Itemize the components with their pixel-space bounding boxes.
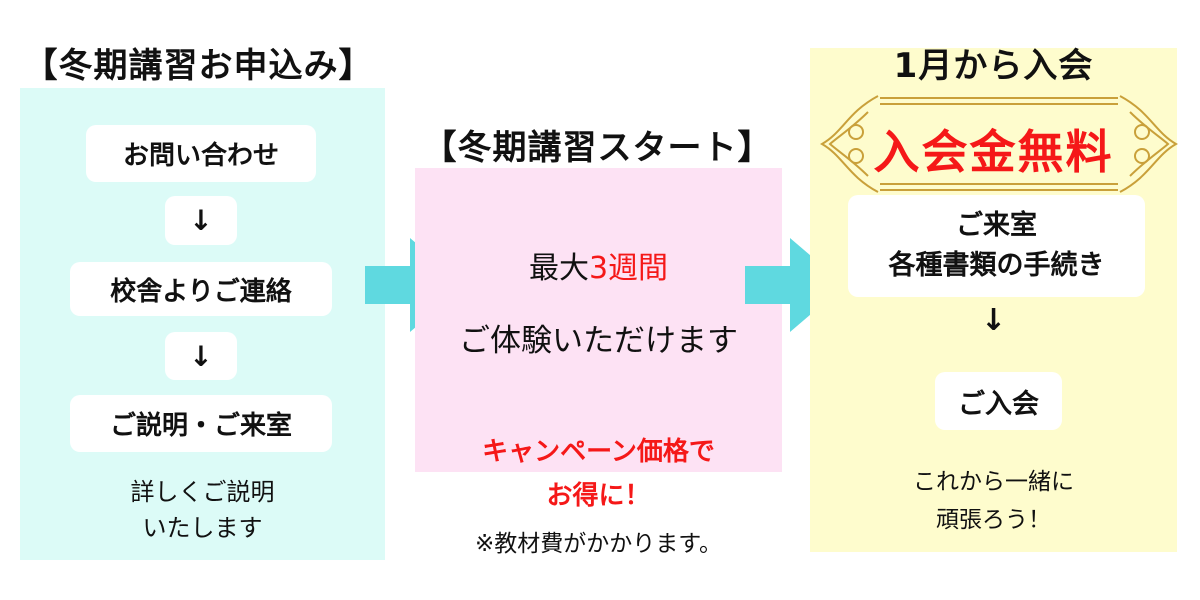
step1-note-line2: いたします <box>142 514 263 542</box>
trial-period: 最大3週間 <box>415 243 782 287</box>
trial-text: ご体験いただけます <box>459 323 738 359</box>
inquiry-box: お問い合わせ <box>86 125 316 182</box>
campaign-text: キャンペーン価格で お得に！ <box>415 430 782 518</box>
explanation-box: ご説明・ご来室 <box>70 395 332 452</box>
down-arrow-icon: ↓ <box>165 196 237 245</box>
free-admission-banner: 入会金無料 <box>873 125 1114 179</box>
trial-prefix: 最大 <box>528 251 589 286</box>
step1-panel: お問い合わせ ↓ 校舎よりご連絡 ↓ ご説明・ご来室 詳しくご説明 いたします <box>20 88 385 560</box>
step3-note-line1: これから一緒に <box>913 469 1074 495</box>
school-contact-box: 校舎よりご連絡 <box>70 262 332 316</box>
down-arrow-icon: ↓ <box>980 303 1007 338</box>
step1-title: 【冬期講習お申込み】 <box>23 46 374 86</box>
step3-note: これから一緒に 頑張ろう！ <box>810 463 1177 539</box>
step3-panel <box>810 48 1177 552</box>
procedures-box: ご来室 各種書類の手続き <box>848 195 1145 297</box>
right-arrow-icon <box>745 238 845 332</box>
step3-title: 1月から入会 <box>893 46 1094 86</box>
campaign-line1: キャンペーン価格で <box>482 437 715 467</box>
procedures-line1: ご来室 <box>956 210 1037 241</box>
step2-title: 【冬期講習スタート】 <box>422 128 773 168</box>
join-box: ご入会 <box>935 372 1062 430</box>
step1-note-line1: 詳しくご説明 <box>130 478 275 506</box>
procedures-line2: 各種書類の手続き <box>888 250 1105 281</box>
step2-panel: 最大3週間 ご体験いただけます <box>415 168 782 472</box>
trial-weeks: 3週間 <box>588 251 669 286</box>
step1-note: 詳しくご説明 いたします <box>20 474 385 546</box>
down-arrow-icon: ↓ <box>165 332 237 380</box>
ornament-frame-icon <box>819 95 1179 193</box>
material-fee-note: ※教材費がかかります。 <box>475 531 722 557</box>
step3-note-line2: 頑張ろう！ <box>936 507 1051 533</box>
campaign-line2: お得に！ <box>546 481 651 511</box>
